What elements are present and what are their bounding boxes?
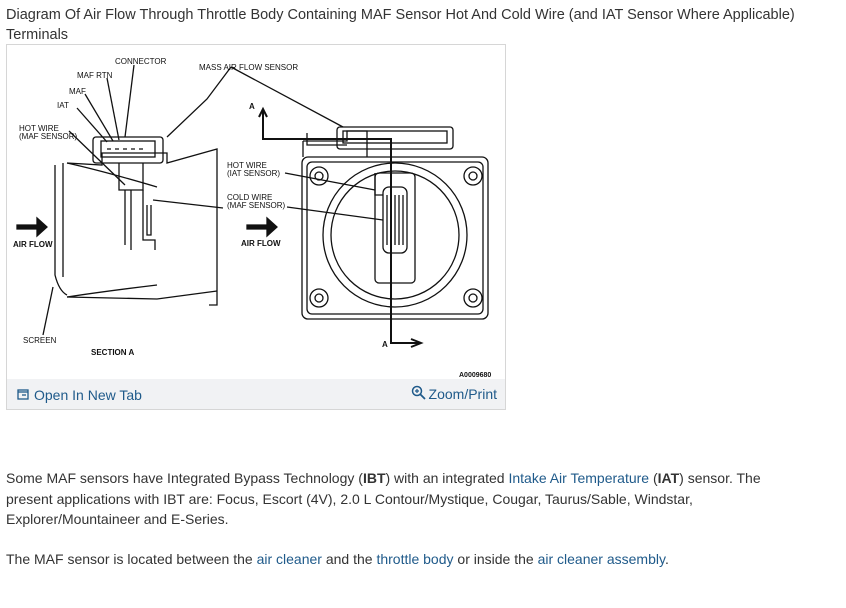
label-air-flow-left: AIR FLOW	[13, 240, 53, 249]
label-cold-wire: COLD WIRE	[227, 193, 272, 202]
label-section-marker-bottom: A	[382, 340, 388, 349]
label-connector: CONNECTOR	[115, 57, 167, 66]
label-hot-wire-left-sub: (MAF SENSOR)	[19, 132, 78, 141]
text-segment: or inside the	[453, 551, 538, 567]
label-section-marker-top: A	[249, 102, 255, 111]
text-segment: The MAF sensor is located between the	[6, 551, 257, 567]
open-in-new-tab-link[interactable]: Open In New Tab	[17, 387, 142, 403]
link-intake-air-temperature[interactable]: Intake Air Temperature	[508, 470, 650, 486]
label-hot-wire-iat-sub: (IAT SENSOR)	[227, 169, 280, 178]
text-segment: ) with an integrated	[385, 470, 509, 486]
zoom-print-link[interactable]: Zoom/Print	[411, 385, 497, 403]
label-cold-wire-sub: (MAF SENSOR)	[227, 201, 286, 210]
bold-ibt: IBT	[362, 470, 386, 486]
link-air-cleaner-assembly[interactable]: air cleaner assembly	[537, 551, 665, 567]
magnifier-icon	[411, 385, 426, 403]
link-air-cleaner[interactable]: air cleaner	[256, 551, 322, 567]
page-title: Diagram Of Air Flow Through Throttle Bod…	[6, 7, 795, 43]
label-mass-air-flow: MASS AIR FLOW SENSOR	[199, 63, 298, 72]
label-maf: MAF	[69, 87, 86, 96]
figure-footer: Open In New Tab Zoom/Print	[7, 379, 505, 409]
zoom-print-label: Zoom/Print	[428, 386, 497, 402]
open-new-tab-icon	[17, 387, 29, 403]
text-segment: ) sensor. The present applications with …	[6, 470, 761, 527]
label-hot-wire-iat: HOT WIRE	[227, 161, 267, 170]
paragraph-location: The MAF sensor is located between the ai…	[6, 549, 806, 570]
label-screen: SCREEN	[23, 336, 57, 345]
open-in-new-tab-label: Open In New Tab	[34, 387, 142, 403]
text-segment: (	[649, 470, 658, 486]
label-figure-id: A0009680	[459, 372, 491, 379]
link-throttle-body[interactable]: throttle body	[376, 551, 454, 567]
text-segment: and the	[321, 551, 377, 567]
label-air-flow-right: AIR FLOW	[241, 239, 281, 248]
text-segment: Some MAF sensors have Integrated Bypass …	[6, 470, 363, 486]
bold-iat: IAT	[657, 470, 680, 486]
label-maf-rtn: MAF RTN	[77, 71, 113, 80]
paragraph-ibt: Some MAF sensors have Integrated Bypass …	[6, 468, 806, 530]
label-section: SECTION A	[91, 348, 134, 357]
maf-diagram: CONNECTOR MAF RTN MAF IAT HOT WIRE (MAF …	[13, 57, 491, 379]
diagram-figure: CONNECTOR MAF RTN MAF IAT HOT WIRE (MAF …	[6, 44, 506, 410]
label-iat: IAT	[57, 101, 69, 110]
label-hot-wire-left: HOT WIRE	[19, 124, 59, 133]
text-segment: .	[664, 551, 669, 567]
